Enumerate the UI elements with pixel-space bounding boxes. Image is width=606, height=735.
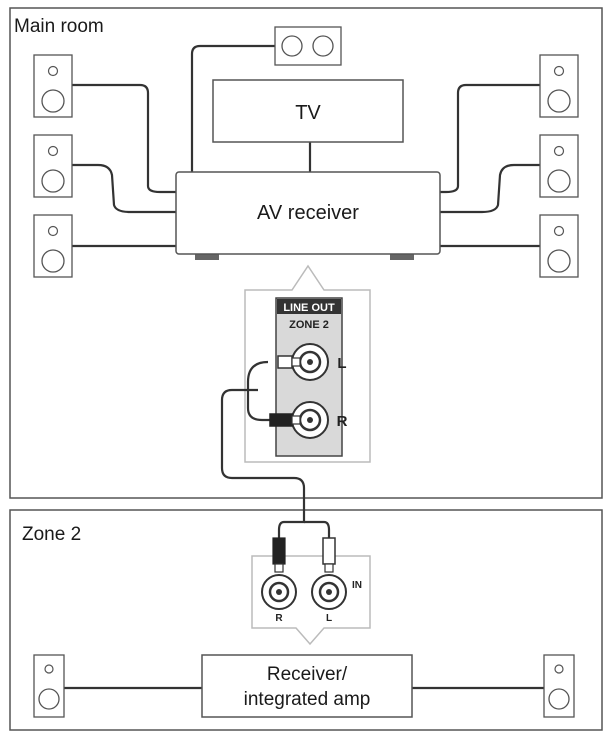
speaker-surround-left [33, 134, 73, 198]
rca-cable [220, 355, 336, 573]
zone2-input-jacks: IN R L [261, 574, 362, 624]
main-room-label: Main room [14, 16, 104, 37]
line-out-callout: LINE OUT ZONE 2 L R [244, 264, 371, 463]
speaker-front-right [539, 54, 579, 118]
main-speaker-wires [72, 44, 540, 248]
line-out-right-label: R [337, 413, 348, 430]
zone2-right-label: R [275, 613, 283, 624]
line-out-title: LINE OUT [283, 302, 335, 314]
zone2-receiver-line1: Receiver/ [267, 664, 348, 685]
zone2-label: Zone 2 [22, 524, 81, 545]
speaker-front-left [33, 54, 73, 118]
speaker-center [274, 26, 342, 66]
zone2-left-label: L [326, 613, 332, 624]
zone2-in-label: IN [352, 580, 362, 591]
line-out-subtitle: ZONE 2 [289, 319, 329, 331]
av-receiver: AV receiver [175, 171, 441, 260]
zone2-frame [9, 509, 603, 731]
speaker-back-right [539, 214, 579, 278]
tv-box [212, 79, 404, 143]
zone2-speaker-left [33, 654, 65, 718]
line-out-left-label: L [337, 355, 346, 372]
tv-label: TV [295, 102, 321, 124]
speaker-surround-right [539, 134, 579, 198]
av-receiver-label: AV receiver [257, 202, 359, 224]
main-room-frame [9, 7, 603, 499]
zone2-receiver-box [201, 654, 413, 718]
zone2-speaker-right [543, 654, 575, 718]
speaker-back-left [33, 214, 73, 278]
zone2-receiver-line2: integrated amp [244, 689, 371, 710]
